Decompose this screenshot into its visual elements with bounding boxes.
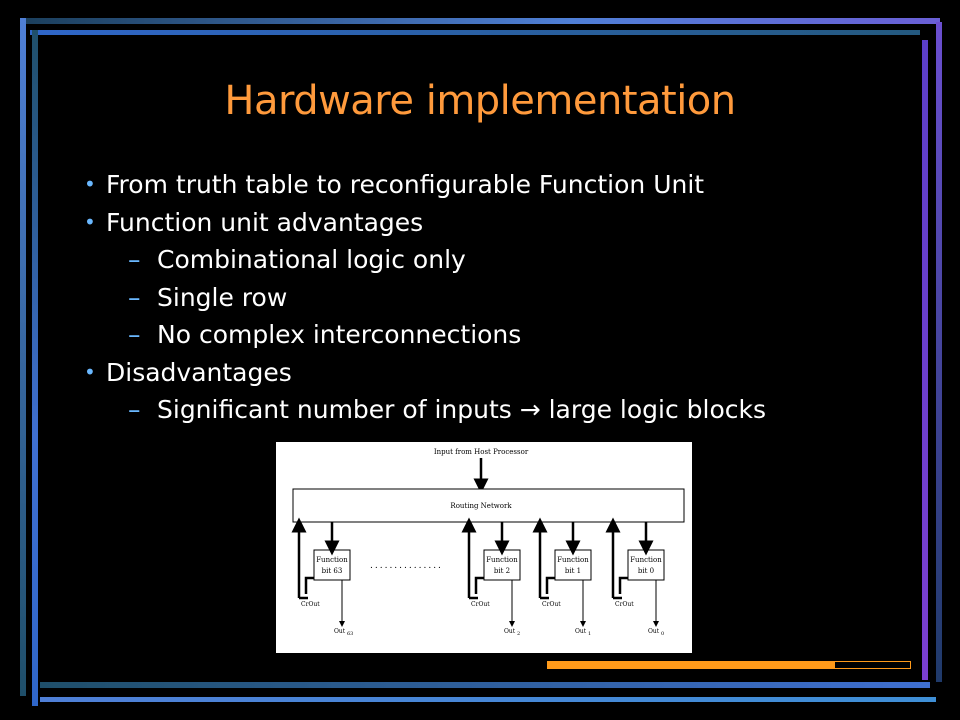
function-unit-box — [313, 549, 351, 581]
dash-icon: – — [128, 320, 141, 349]
sub-bullet-text: Combinational logic only — [157, 245, 466, 274]
bullet-item: • Disadvantages — [84, 354, 766, 392]
output-subscript: 63 — [347, 631, 353, 637]
frame-bar-bottom-outer — [40, 697, 936, 702]
sub-bullet-item: –Single row — [84, 279, 766, 317]
crout-label: CrOut — [615, 601, 634, 608]
frame-bar-top-inner — [30, 30, 920, 35]
sub-bullet-text: No complex interconnections — [157, 320, 522, 349]
output-label: Out — [575, 628, 587, 635]
frame-bar-top — [20, 18, 940, 24]
ellipsis-dots: ............... — [370, 561, 443, 571]
output-subscript: 2 — [517, 631, 520, 637]
bullet-text: Disadvantages — [106, 357, 292, 387]
function-unit-diagram: Input from Host Processor Routing Networ… — [276, 442, 692, 653]
bullet-dot-icon: • — [84, 209, 96, 234]
function-unit-box — [554, 549, 592, 581]
crout-wire — [618, 576, 628, 594]
frame-bar-left-inner — [32, 30, 38, 706]
sub-bullet-text: Single row — [157, 282, 288, 312]
sub-bullet-item: –Significant number of inputs → large lo… — [84, 391, 766, 429]
function-unit-bit-label: bit 1 — [565, 567, 581, 575]
output-label: Out — [504, 628, 516, 635]
diagram-svg: Input from Host Processor Routing Networ… — [276, 442, 692, 653]
dash-icon: – — [128, 395, 141, 424]
crout-wire — [304, 576, 314, 594]
bullet-list: • From truth table to reconfigurable Func… — [84, 166, 766, 429]
output-subscript: 1 — [588, 631, 591, 637]
bullet-item: • From truth table to reconfigurable Func… — [84, 166, 766, 204]
function-unit-bit-label: bit 2 — [494, 567, 510, 575]
crout-label: CrOut — [301, 601, 320, 608]
frame-bar-right — [922, 40, 928, 680]
bullet-dot-icon: • — [84, 172, 96, 196]
function-unit-label: Function — [316, 556, 348, 564]
function-unit-box — [483, 549, 521, 581]
crout-label: CrOut — [542, 601, 561, 608]
frame-bar-right-outer — [936, 22, 942, 682]
output-label: Out — [648, 628, 660, 635]
bullet-dot-icon: • — [84, 359, 96, 384]
function-unit-label: Function — [557, 556, 589, 564]
bullet-text: From truth table to reconfigurable Funct… — [106, 170, 705, 199]
function-unit-bit-label: bit 63 — [322, 567, 343, 575]
dash-icon: – — [128, 282, 141, 312]
bullet-text: Function unit advantages — [106, 207, 424, 237]
slide-title: Hardware implementation — [224, 78, 736, 124]
input-label: Input from Host Processor — [434, 448, 529, 456]
crout-wire — [474, 576, 484, 594]
function-unit-bit-label: bit 0 — [638, 567, 654, 575]
routing-network-label: Routing Network — [450, 502, 512, 510]
output-subscript: 0 — [661, 631, 664, 637]
crout-wire — [545, 576, 555, 594]
sub-bullet-item: –No complex interconnections — [84, 316, 766, 354]
routing-network-box — [292, 488, 685, 523]
function-unit-box — [627, 549, 665, 581]
frame-bar-bottom — [40, 682, 930, 688]
frame-bar-left — [20, 18, 26, 696]
dash-icon: – — [128, 245, 141, 274]
sub-bullet-text: Significant number of inputs → large log… — [157, 395, 767, 424]
crout-label: CrOut — [471, 601, 490, 608]
sub-bullet-item: –Combinational logic only — [84, 241, 766, 279]
output-label: Out — [334, 628, 346, 635]
progress-bar-fill — [547, 661, 835, 669]
function-unit-label: Function — [630, 556, 662, 564]
bullet-item: • Function unit advantages — [84, 204, 766, 242]
function-unit-label: Function — [486, 556, 518, 564]
